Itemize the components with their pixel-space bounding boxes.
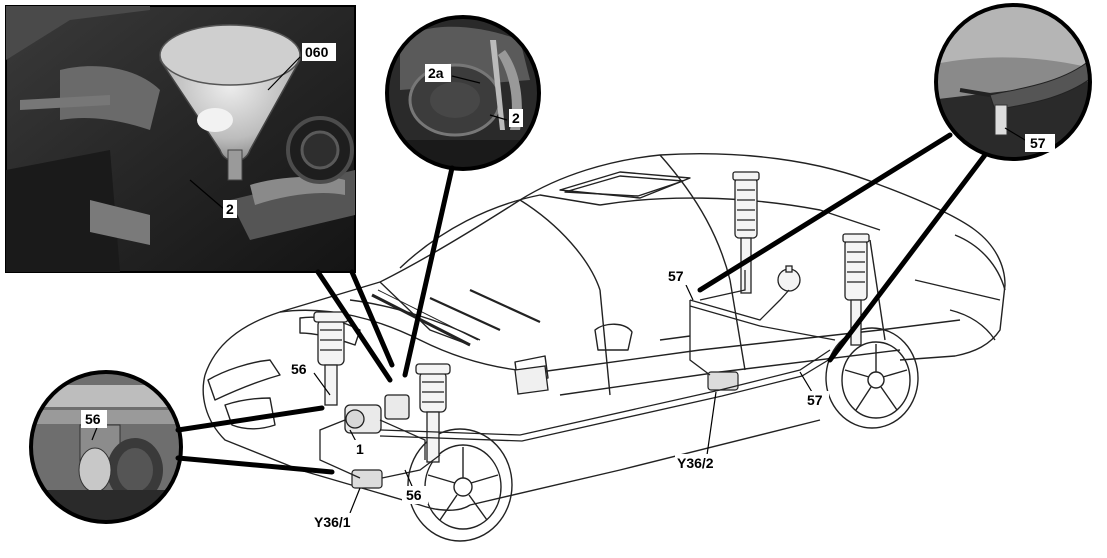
- connector-inset1b: [349, 269, 395, 368]
- valve-block-rear: [707, 371, 739, 391]
- front-wheel: [407, 428, 513, 542]
- inset-connector-lines: [175, 132, 988, 475]
- front-air-strut-right: [415, 363, 451, 463]
- label-57-rear: 57: [668, 268, 684, 284]
- inset-valve-56-circle: [29, 370, 183, 524]
- label-2-inset1: 2: [226, 201, 234, 217]
- label-57-right: 57: [807, 392, 823, 408]
- label-1: 1: [356, 441, 364, 457]
- label-060: 060: [305, 44, 329, 60]
- connector-inset2: [402, 165, 455, 378]
- callout-labels: 060 2 2a 2 57 57 57 56 56 56 1 Y36/1 Y36…: [81, 43, 1055, 531]
- label-56-inset: 56: [85, 411, 101, 427]
- connector-inset1: [315, 269, 393, 383]
- front-air-strut-left: [313, 311, 349, 406]
- connector-inset3b: [827, 152, 988, 363]
- rear-wheel: [825, 327, 919, 429]
- connector-inset3a: [697, 132, 953, 293]
- label-57-inset: 57: [1030, 135, 1046, 151]
- connector-inset4b: [175, 455, 335, 475]
- valve-block-front: [351, 469, 383, 489]
- control-module: [514, 365, 549, 395]
- label-56-front: 56: [291, 361, 307, 377]
- air-lines: [319, 270, 836, 479]
- funnel-060: [159, 24, 301, 181]
- connector-inset4a: [175, 405, 325, 433]
- label-2: 2: [512, 110, 520, 126]
- inset-valve-57-circle: [934, 3, 1092, 161]
- rear-air-strut-left: [732, 171, 760, 294]
- label-56-lower: 56: [406, 487, 422, 503]
- inset-reservoir-circle: [385, 15, 541, 171]
- compressor-unit: [344, 394, 410, 434]
- label-y36-1: Y36/1: [314, 514, 351, 530]
- reservoir: [777, 265, 801, 292]
- label-2a: 2a: [428, 65, 444, 81]
- label-y36-2: Y36/2: [677, 455, 714, 471]
